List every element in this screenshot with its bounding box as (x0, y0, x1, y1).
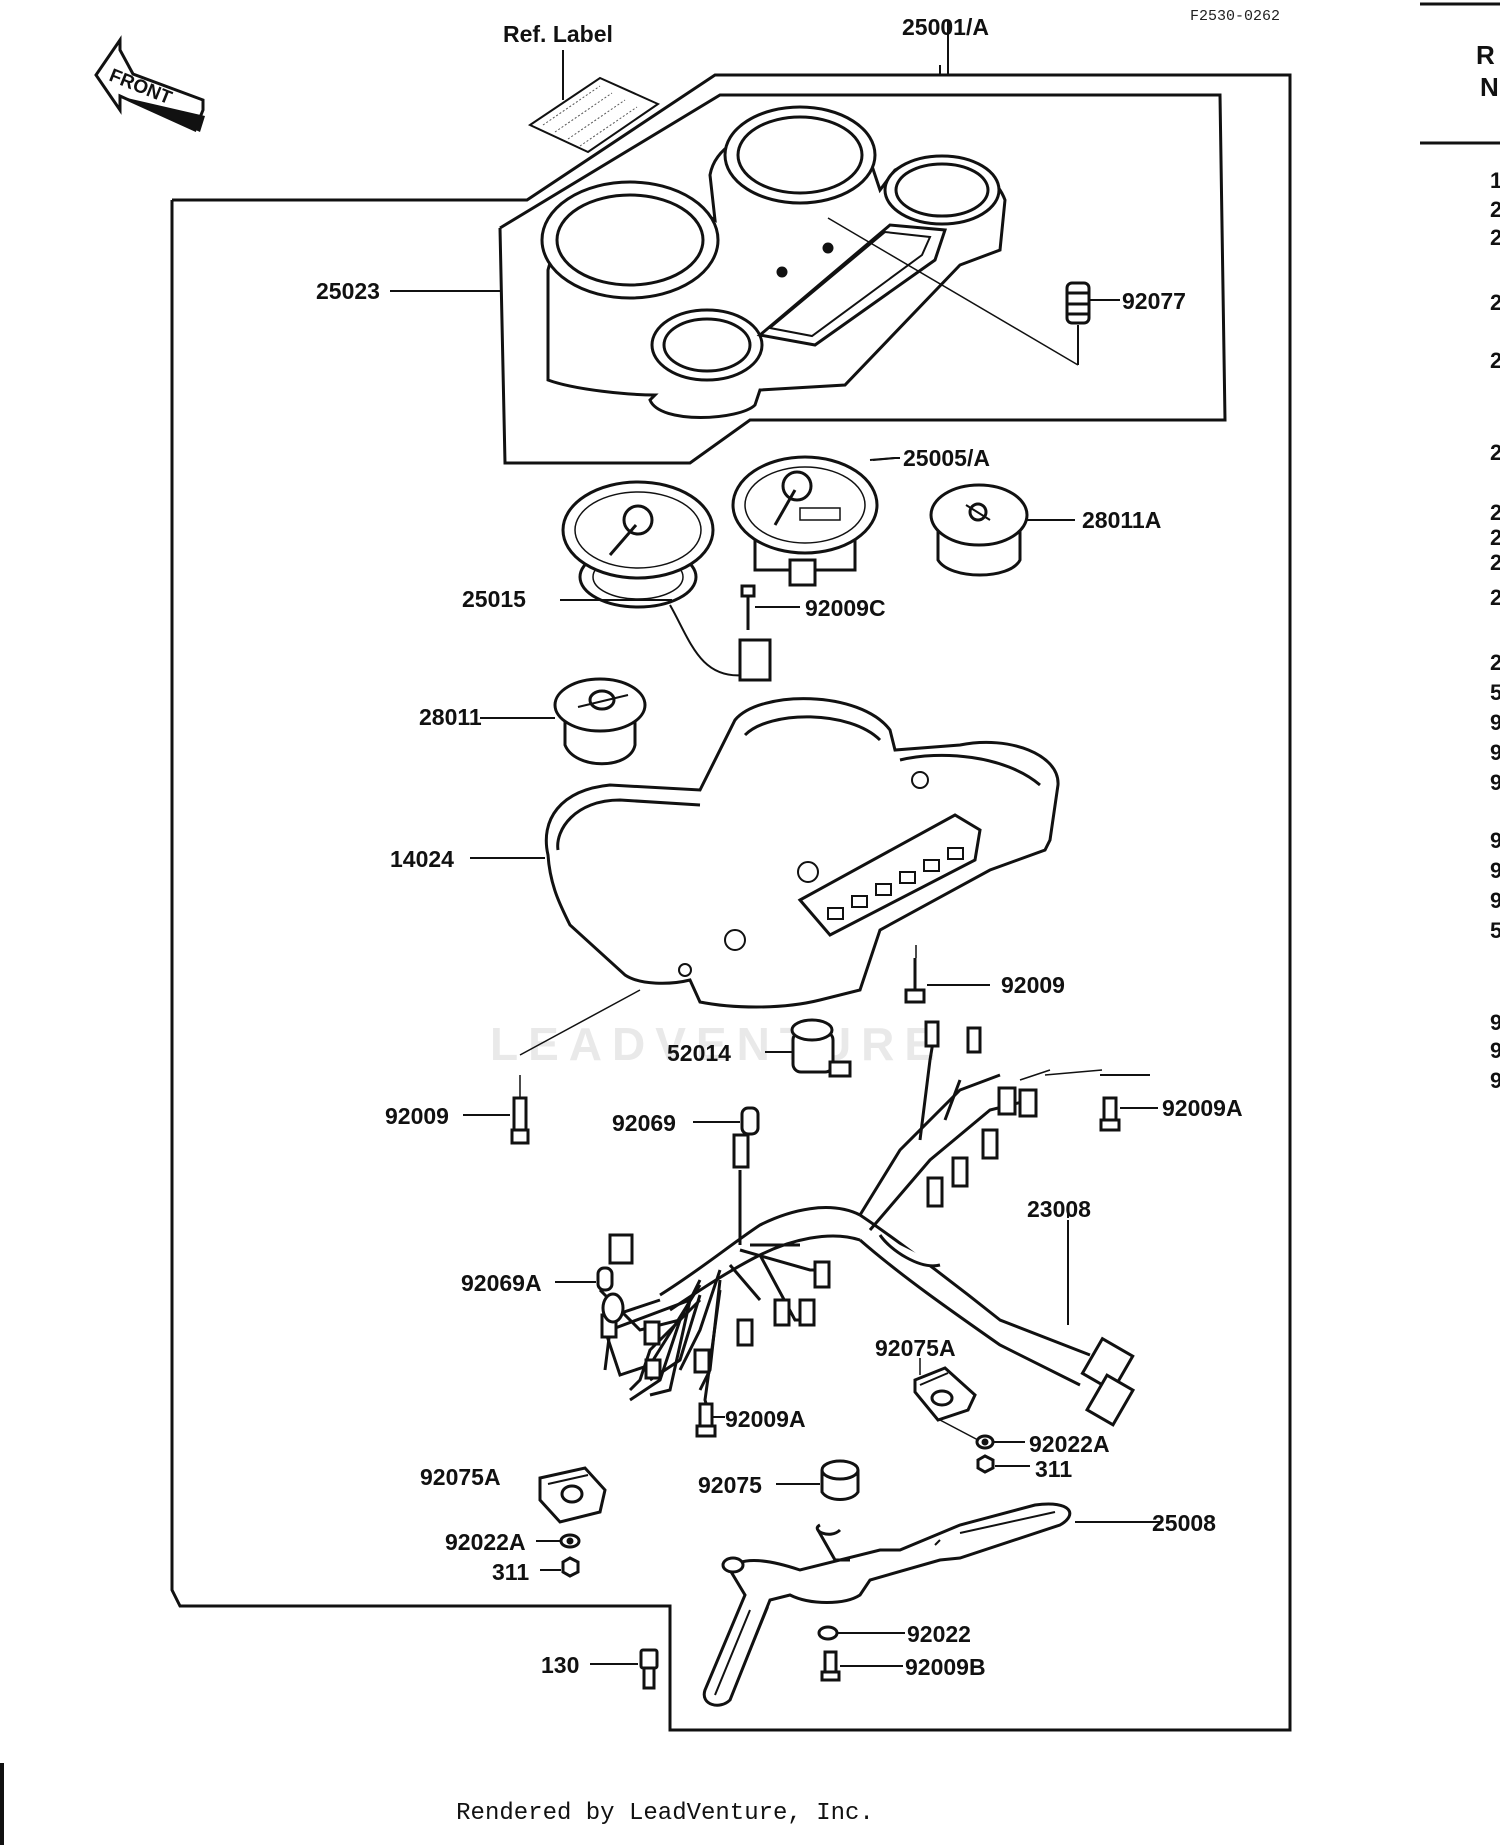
label-92077: 92077 (1122, 288, 1186, 314)
label-130: 130 (541, 1652, 579, 1678)
table-row-stub: 2 (1490, 348, 1500, 373)
label-25023: 25023 (316, 278, 380, 304)
table-row-stub: 2 (1490, 550, 1500, 575)
neutral-switch (765, 1018, 852, 1078)
table-row-stub: 9 (1490, 770, 1500, 795)
table-header-ref: R (1476, 40, 1495, 70)
label-52014: 52014 (667, 1040, 731, 1066)
grommet-icon (827, 217, 1120, 366)
meter-housing (470, 697, 1060, 1009)
table-row-stub: 2 (1490, 197, 1500, 222)
table-row-stub: 9 (1490, 710, 1500, 735)
label-311-right: 311 (1035, 1456, 1072, 1482)
footer-credit: Rendered by LeadVenture, Inc. (456, 1800, 874, 1827)
table-row-stub: 9 (1490, 1038, 1500, 1063)
nut-icon (976, 1454, 1030, 1474)
screw-icon (1099, 1096, 1158, 1132)
label-92075A-upper: 92075A (875, 1335, 956, 1361)
label-92022A-right: 92022A (1029, 1431, 1110, 1457)
page-edge-mark (0, 1763, 4, 1845)
table-row-stub: 2 (1490, 525, 1500, 550)
table-row-stub: 9 (1490, 858, 1500, 883)
table-row-stub: 2 (1490, 650, 1500, 675)
nut-icon (540, 1556, 580, 1578)
label-25005A: 25005/A (903, 445, 990, 471)
label-92069: 92069 (612, 1110, 676, 1136)
screw-icon (463, 1075, 530, 1145)
table-row-stub: 9 (1490, 1010, 1500, 1035)
label-92022A-left: 92022A (445, 1529, 526, 1555)
front-arrow-icon: FRONT (94, 35, 205, 133)
label-23008: 23008 (1027, 1196, 1091, 1222)
label-92075: 92075 (698, 1472, 762, 1498)
meter-case (540, 105, 1007, 419)
part-labels: Ref. Label 25001/A 25023 92077 25005/A 2… (316, 14, 1243, 1680)
watermark: LEADVENTURE (490, 1018, 945, 1070)
label-92009C: 92009C (805, 595, 886, 621)
speedometer (731, 455, 900, 587)
label-92009-lower: 92009 (385, 1103, 449, 1129)
screw-icon (695, 1402, 725, 1438)
mounting-clip (913, 1358, 979, 1441)
table-row-stub: 5 (1490, 918, 1500, 943)
table-row-stub: 2 (1490, 500, 1500, 525)
label-92075A-lower: 92075A (420, 1464, 501, 1490)
tachometer (560, 480, 772, 682)
damper-icon (776, 1459, 860, 1501)
washer-icon (975, 1434, 1025, 1450)
label-92009-upper: 92009 (1001, 972, 1065, 998)
table-row-stub: 9 (1490, 888, 1500, 913)
table-row-stub: 2 (1490, 225, 1500, 250)
label-28011A: 28011A (1082, 507, 1161, 533)
indicator-housing-a (929, 483, 1075, 577)
table-row-stub: 9 (1490, 1068, 1500, 1093)
label-25008: 25008 (1152, 1510, 1216, 1536)
table-row-stub: 5 (1490, 680, 1500, 705)
table-row-stub: 9 (1490, 828, 1500, 853)
label-25015: 25015 (462, 586, 526, 612)
bulb-icon (555, 1266, 614, 1292)
table-row-stub: 2 (1490, 585, 1500, 610)
label-92009A-right: 92009A (1162, 1095, 1243, 1121)
reference-label-sticker (527, 50, 661, 154)
meter-bracket (702, 1502, 1160, 1707)
mounting-clip (538, 1466, 607, 1524)
label-14024: 14024 (390, 846, 454, 872)
screw-icon (820, 1650, 903, 1682)
assembly-outline (170, 65, 1292, 1732)
washer-icon (817, 1625, 905, 1641)
table-row-stub: 2 (1490, 290, 1500, 315)
label-92022: 92022 (907, 1621, 971, 1647)
screw-icon (904, 945, 990, 1004)
wire-harness (598, 1020, 1150, 1427)
indicator-housing (480, 677, 647, 766)
label-92009B: 92009B (905, 1654, 986, 1680)
label-92009A-lower: 92009A (725, 1406, 806, 1432)
table-row-stub: 9 (1490, 740, 1500, 765)
bolt-icon (590, 1648, 659, 1690)
washer-icon (536, 1533, 581, 1549)
label-ref: Ref. Label (503, 21, 613, 47)
label-28011: 28011 (419, 704, 482, 730)
label-25001A: 25001/A (902, 14, 989, 40)
bulb-icon (693, 1106, 760, 1136)
screw-icon (740, 584, 800, 630)
table-row-stub: 2 (1490, 440, 1500, 465)
table-header-no: N (1480, 72, 1499, 102)
label-311-left: 311 (492, 1559, 529, 1585)
leader-lines (869, 20, 949, 1546)
label-92069A: 92069A (461, 1270, 542, 1296)
table-row-stub: 1 (1490, 168, 1500, 193)
drawing-code: F2530-0262 (1190, 8, 1280, 25)
